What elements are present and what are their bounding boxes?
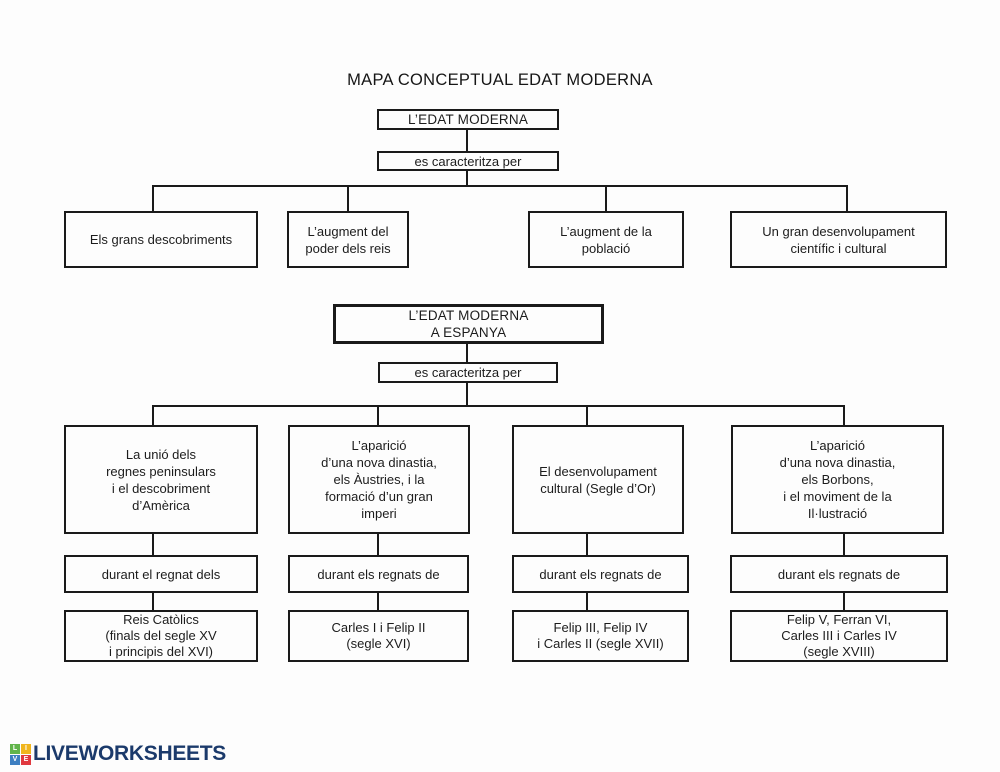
connector-during-kings-2 [377,592,379,612]
box-grans-descobriments: Els grans descobriments [64,211,258,268]
box-borbons-reis: Felip V, Ferran VI, Carles III i Carles … [730,610,948,662]
connector-link2-bus2 [466,382,468,407]
connector-bus-1 [152,185,848,187]
box-durant-4: durant els regnats de [730,555,948,593]
connector-feature-during-2 [377,532,379,556]
logo-tile-e: E [21,754,31,765]
box-reis-catolics: Reis Catòlics (finals del segle XV i pri… [64,610,258,662]
box-augment-poblacio: L’augment de la població [528,211,684,268]
box-felip-carles: Felip III, Felip IV i Carles II (segle X… [512,610,689,662]
box-dinastia-austries: L’aparició d’una nova dinastia, els Àust… [288,425,470,534]
box-segle-dor: El desenvolupament cultural (Segle d’Or) [512,425,684,534]
connector-root1-link1 [466,129,468,152]
logo-tile-v: V [10,754,20,765]
connector-during-kings-3 [586,592,588,612]
box-desenvolupament-cientific: Un gran desenvolupament científic i cult… [730,211,947,268]
brand-text: LIVEWORKSHEETS [33,742,226,765]
liveworksheets-tiles-icon: L I V E [10,743,31,765]
box-augment-poder-reis: L’augment del poder dels reis [287,211,409,268]
box-durant-1: durant el regnat dels [64,555,258,593]
connector-link1-bus1 [466,170,468,187]
connector-root2-link2 [466,343,468,364]
connector-drop-1a [152,185,154,212]
box-durant-2: durant els regnats de [288,555,469,593]
box-carles-felip: Carles I i Felip II (segle XVI) [288,610,469,662]
connector-during-kings-4 [843,592,845,612]
connector-drop-2c [586,405,588,426]
connector-drop-1c [605,185,607,212]
connector-drop-2d [843,405,845,426]
connector-drop-1d [846,185,848,212]
connector-drop-1b [347,185,349,212]
box-es-caracteritza-per-1: es caracteritza per [377,151,559,171]
liveworksheets-logo[interactable]: L I V E LIVEWORKSHEETS [10,742,226,766]
connector-feature-during-1 [152,532,154,556]
box-unio-regnes: La unió dels regnes peninsulars i el des… [64,425,258,534]
box-edat-moderna: L’EDAT MODERNA [377,109,559,130]
connector-drop-2b [377,405,379,426]
logo-tile-i: I [21,743,31,754]
box-dinastia-borbons: L’aparició d’una nova dinastia, els Borb… [731,425,944,534]
page-title: MAPA CONCEPTUAL EDAT MODERNA [347,71,653,89]
connector-during-kings-1 [152,592,154,612]
connector-feature-during-4 [843,532,845,556]
box-es-caracteritza-per-2: es caracteritza per [378,362,558,383]
box-edat-moderna-espanya: L’EDAT MODERNA A ESPANYA [333,304,604,344]
connector-bus-2 [152,405,845,407]
connector-feature-during-3 [586,532,588,556]
box-durant-3: durant els regnats de [512,555,689,593]
logo-tile-l: L [10,743,20,754]
connector-drop-2a [152,405,154,426]
